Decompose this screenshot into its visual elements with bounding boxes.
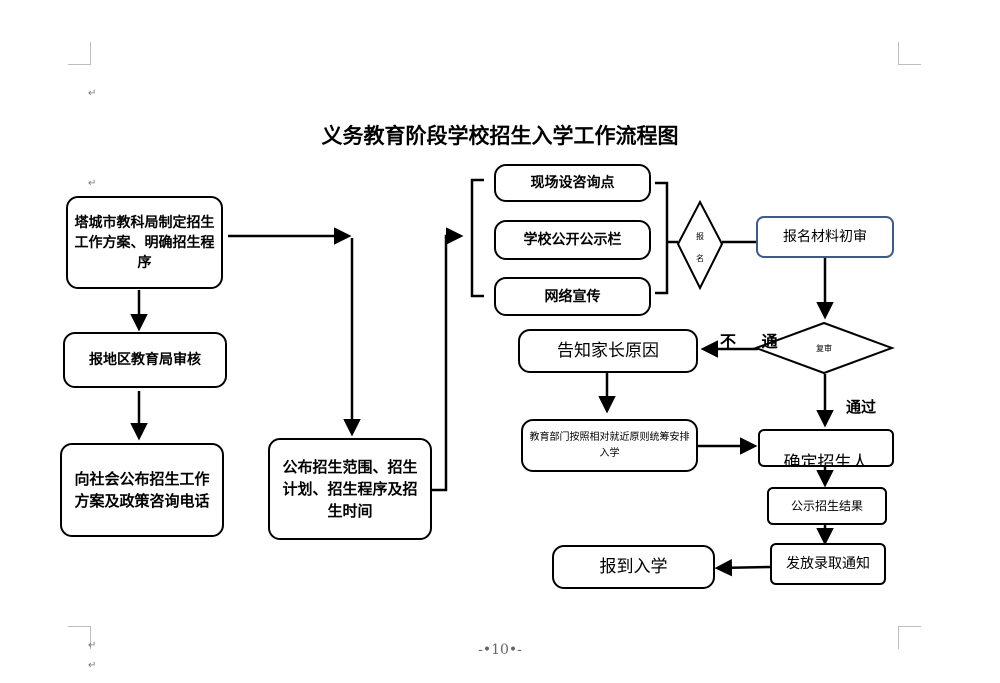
publish-society-text: 向社会公布招生工作方案及政策咨询电话	[74, 470, 210, 510]
onsite-consult-text: 现场设咨询点	[530, 175, 615, 191]
onsite-consult-box: 现场设咨询点	[494, 164, 651, 202]
register-diamond-text: 报名	[696, 232, 704, 263]
publish-scope-text: 公布招生范围、招生计划、招生程序及招生时间	[282, 458, 418, 520]
report-review-text: 报地区教育局审核	[89, 352, 201, 368]
page-title: 义务教育阶段学校招生入学工作流程图	[321, 123, 679, 148]
initial-review-box: 报名材料初审	[756, 216, 894, 258]
enroll-text: 报到入学	[599, 557, 668, 577]
crop-mark-top-left	[68, 42, 91, 65]
issue-notice-text: 发放录取通知	[786, 556, 870, 572]
confirm-enroll-box: 确定招生人	[758, 429, 894, 467]
fail-label: 不 通	[720, 332, 788, 351]
notify-parents-box: 告知家长原因	[518, 329, 698, 373]
register-diamond-label: 报名	[690, 226, 710, 270]
formulate-plan-text: 塔城市教科局制定招生工作方案、明确招生程序	[74, 214, 215, 271]
crop-mark-bottom-right	[898, 626, 921, 649]
report-review-box: 报地区教育局审核	[63, 332, 227, 388]
arrange-enroll-box: 教育部门按照相对就近原则统筹安排入学	[521, 419, 698, 472]
initial-review-text: 报名材料初审	[783, 229, 867, 245]
online-promo-box: 网络宣传	[494, 277, 651, 316]
confirm-enroll-text: 确定招生人	[783, 453, 869, 467]
enroll-box: 报到入学	[552, 545, 715, 589]
paragraph-mark: ↵	[88, 660, 97, 671]
announce-result-box: 公示招生结果	[767, 487, 887, 525]
paragraph-mark: ↵	[88, 640, 97, 651]
crop-mark-top-right	[898, 42, 921, 65]
recheck-diamond-label: 复审	[808, 343, 840, 354]
issue-notice-box: 发放录取通知	[770, 543, 886, 585]
pass-label: 通过	[846, 398, 877, 416]
announce-result-text: 公示招生结果	[790, 499, 863, 513]
page-number: -•10•-	[478, 642, 522, 658]
paragraph-mark: ↵	[88, 88, 97, 99]
public-board-box: 学校公开公示栏	[494, 220, 651, 260]
publish-society-box: 向社会公布招生工作方案及政策咨询电话	[60, 443, 224, 537]
notify-parents-text: 告知家长原因	[557, 341, 659, 361]
formulate-plan-box: 塔城市教科局制定招生工作方案、明确招生程序	[66, 196, 223, 289]
public-board-text: 学校公开公示栏	[523, 232, 622, 248]
arrange-enroll-text: 教育部门按照相对就近原则统筹安排入学	[529, 431, 690, 459]
crop-mark-bottom-left	[68, 626, 91, 649]
paragraph-mark: ↵	[88, 178, 97, 189]
online-promo-text: 网络宣传	[544, 288, 601, 305]
publish-scope-box: 公布招生范围、招生计划、招生程序及招生时间	[268, 438, 432, 540]
recheck-diamond-text: 复审	[816, 344, 832, 353]
